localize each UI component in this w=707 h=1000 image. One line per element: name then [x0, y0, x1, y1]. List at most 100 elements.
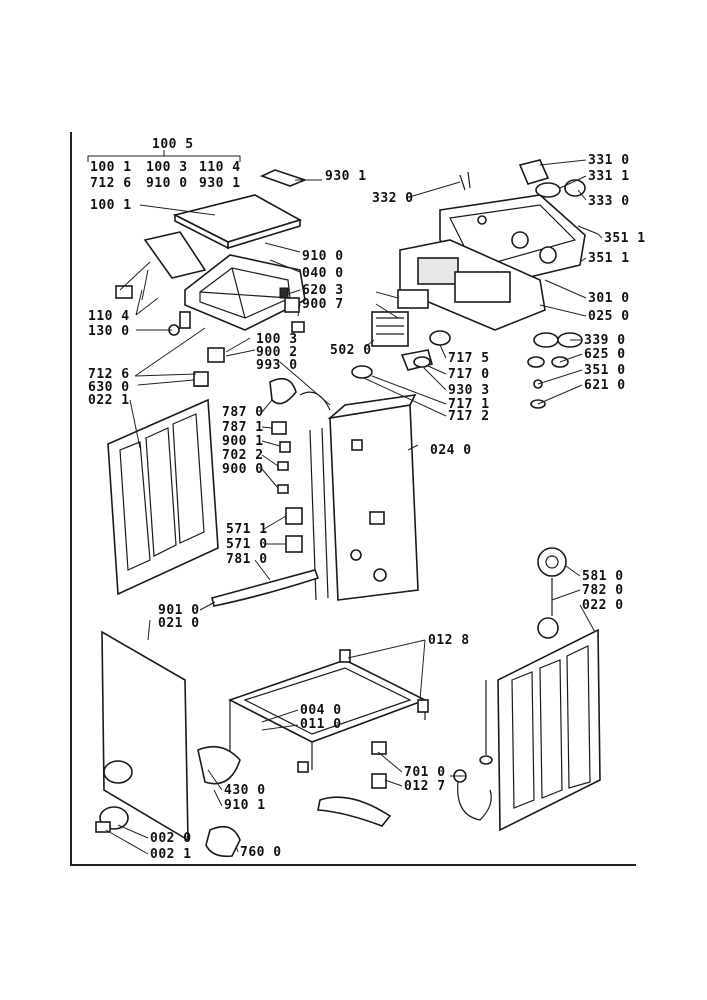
part-label-351-0: 351 0: [584, 363, 626, 378]
part-label-301-0: 301 0: [588, 291, 630, 306]
panel-rib: [119, 441, 151, 571]
part-label-717-0: 717 0: [448, 367, 490, 382]
header-cell: 712 6: [90, 176, 132, 191]
part-label-620-3: 620 3: [302, 283, 344, 298]
spring-part: [459, 171, 471, 191]
part-label-025-0: 025 0: [588, 309, 630, 324]
connector-block-part: [397, 289, 429, 309]
control-panel-assembly: [351, 159, 599, 409]
part-label-502-0: 502 0: [330, 343, 372, 358]
part-label-701-0: 701 0: [404, 765, 446, 780]
bracket-small-part: [291, 321, 305, 333]
header-cell: 110 4: [199, 160, 241, 175]
part-label-910-1: 910 1: [224, 798, 266, 813]
part-label-782-0: 782 0: [582, 583, 624, 598]
foot-part: [417, 699, 429, 713]
clamp-part: [277, 461, 289, 471]
front-panel-part: [101, 630, 189, 842]
damper-part: [285, 507, 303, 525]
part-label-002-0: 002 0: [150, 831, 192, 846]
valve-part: [429, 330, 451, 346]
base-frame: [197, 649, 429, 858]
part-label-717-1: 717 1: [448, 397, 490, 412]
part-label-781-0: 781 0: [226, 552, 268, 567]
washer-part: [413, 356, 431, 368]
part-label-900-7: 900 7: [302, 297, 344, 312]
lid-assembly: [115, 169, 308, 387]
header-bracket: [87, 150, 241, 162]
part-label-012-7: 012 7: [404, 779, 446, 794]
valve-part: [371, 773, 387, 789]
knob-hole: [539, 246, 557, 264]
damper-foot-part: [479, 755, 493, 765]
filter-door-opening: [103, 760, 133, 784]
lid-cover-edge: [227, 218, 301, 250]
top-frame-part: [184, 254, 306, 331]
part-label-004-0: 004 0: [300, 703, 342, 718]
part-label-332-0: 332 0: [372, 191, 414, 206]
knob-cap-part: [533, 332, 559, 348]
side-panel-part: [107, 398, 219, 596]
header-group-label: 100 5: [152, 137, 194, 152]
panel-hole: [369, 511, 385, 525]
part-label-571-0: 571 0: [226, 537, 268, 552]
part-label-760-0: 760 0: [240, 845, 282, 860]
part-label-351-1: 351 1: [588, 251, 630, 266]
cabinet-rear: [211, 377, 419, 607]
foot-part: [297, 761, 309, 773]
part-label-930-3: 930 3: [448, 383, 490, 398]
header-cell: 930 1: [199, 176, 241, 191]
part-label-351-1-top: 351 1: [604, 231, 646, 246]
part-label-581-0: 581 0: [582, 569, 624, 584]
filter-clip-part: [95, 821, 111, 833]
part-label-130-0: 130 0: [88, 324, 130, 339]
clip-part: [193, 371, 209, 387]
drain-pump-part: [197, 745, 241, 785]
panel-rib: [511, 671, 535, 809]
side-panel-right: [453, 547, 601, 832]
rear-panel-part: [329, 404, 419, 601]
knob-part: [564, 179, 586, 197]
part-label-339-0: 339 0: [584, 333, 626, 348]
clamp-part: [277, 484, 289, 494]
part-label-100-3: 100 3: [256, 332, 298, 347]
part-label-717-5: 717 5: [448, 351, 490, 366]
knob-spring-part: [527, 356, 545, 368]
part-label-901-0: 901 0: [158, 603, 200, 618]
panel-rib: [566, 645, 591, 789]
part-label-717-2: 717 2: [448, 409, 490, 424]
inlet-hose-part: [269, 377, 297, 405]
suspension-cup-part: [537, 617, 559, 639]
bracket-part: [284, 297, 300, 313]
front-panel: [95, 630, 189, 842]
part-label-110-4: 110 4: [88, 309, 130, 324]
part-label-430-0: 430 0: [224, 783, 266, 798]
side-panel-left: [107, 371, 219, 596]
lid-hinge-bar: [143, 231, 207, 279]
part-label-702-2: 702 2: [222, 448, 264, 463]
lock-tab-part: [279, 287, 289, 299]
drain-hose-part: [457, 781, 492, 821]
hinge-clip-part: [115, 285, 133, 299]
frame-left-border: [70, 132, 72, 866]
spring-wire: [119, 261, 151, 301]
panel-rib: [145, 427, 177, 557]
hinge-pin-part: [259, 169, 308, 187]
header-cell: 100 3: [146, 160, 188, 175]
header-cell: 910 0: [146, 176, 188, 191]
panel-rib: [172, 413, 205, 544]
part-label-571-1: 571 1: [226, 522, 268, 537]
base-cover-part: [317, 796, 392, 827]
part-label-022-1: 022 1: [88, 393, 130, 408]
latch-part: [179, 311, 191, 329]
part-label-011-0: 011 0: [300, 717, 342, 732]
leader-lines: [105, 159, 603, 855]
panel-rib: [539, 659, 563, 799]
base-frame-inner: [243, 667, 412, 735]
pin-part: [577, 225, 599, 235]
part-label-621-0: 621 0: [584, 378, 626, 393]
pcb-module-part: [417, 257, 459, 285]
panel-port: [373, 568, 387, 582]
